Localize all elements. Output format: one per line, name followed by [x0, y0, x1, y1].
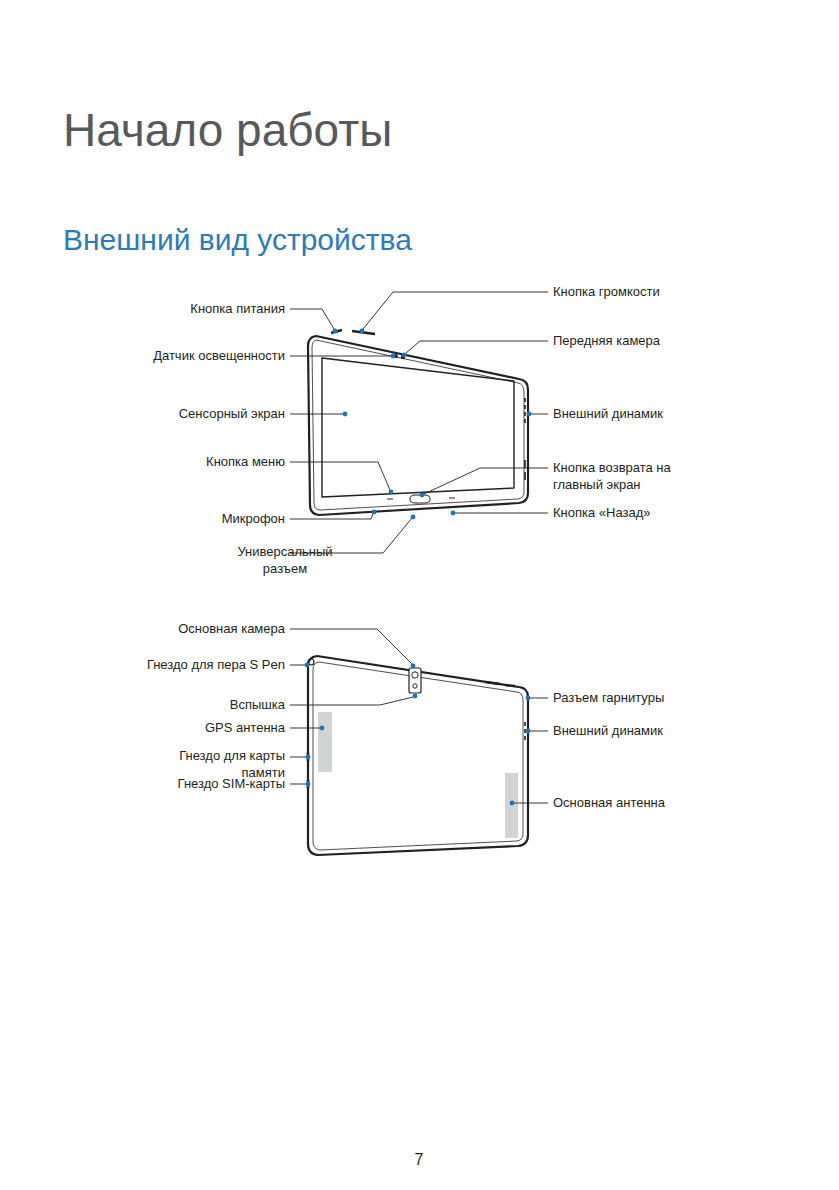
callout-label: Датчик освещенности [65, 347, 285, 364]
callout-label: Основная камера [65, 620, 285, 637]
callout-label: Универсальный разъем [229, 543, 341, 577]
touch-screen [322, 358, 514, 497]
callout-label: Кнопка питания [65, 300, 285, 317]
callout-label: Гнездо для пера S Pen [65, 656, 285, 673]
leader-dots [305, 329, 532, 806]
callout-label: Кнопка громкости [553, 283, 823, 300]
callout-label: Сенсорный экран [65, 405, 285, 422]
tablet-front-body [308, 336, 528, 515]
rear-camera [409, 668, 421, 693]
callout-label: Вспышка [65, 696, 285, 713]
callout-label: GPS антенна [65, 719, 285, 736]
tablet-back-body [308, 656, 528, 855]
callout-label: Микрофон [65, 510, 285, 527]
callout-label: Гнездо для карты памяти [163, 747, 285, 781]
callout-label: Кнопка меню [65, 453, 285, 470]
page-number: 7 [389, 1149, 449, 1170]
callout-label: Гнездо SIM-карты [65, 775, 285, 792]
callout-label: Передняя камера [553, 332, 823, 349]
callout-label: Разъем гарнитуры [553, 689, 823, 706]
callout-label: Внешний динамик [553, 722, 823, 739]
callout-label: Кнопка возврата на главный экран [553, 459, 693, 493]
callout-label: Внешний динамик [553, 405, 823, 422]
callout-label: Кнопка «Назад» [553, 504, 823, 521]
page-title: Начало работы [63, 102, 392, 158]
callout-label: Основная антенна [553, 794, 823, 811]
main-antenna-area [505, 773, 518, 838]
gps-antenna-area [318, 712, 332, 772]
section-heading: Внешний вид устройства [63, 220, 563, 259]
